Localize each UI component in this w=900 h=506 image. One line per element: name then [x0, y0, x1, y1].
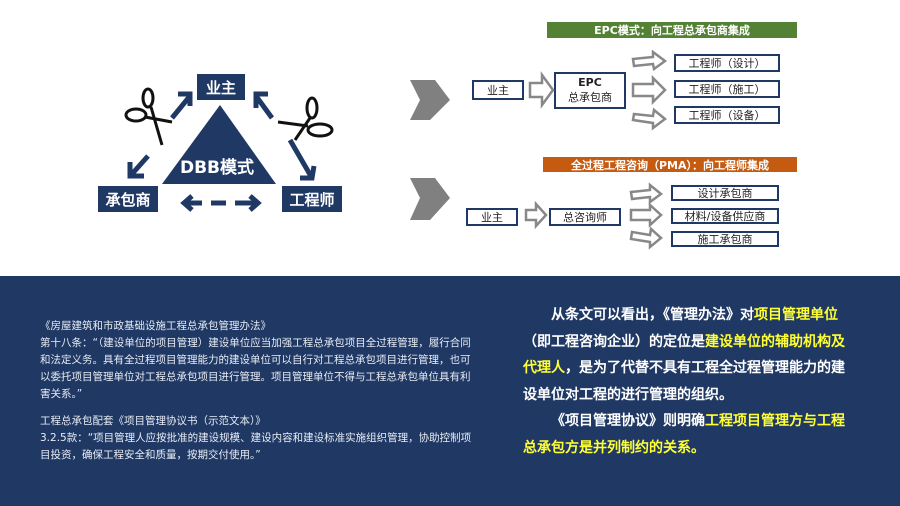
analysis-text: 从条文可以看出，《管理办法》对项目管理单位 （即工程咨询企业）的定位是建设单位的辅…: [523, 302, 858, 461]
agreement-title: 工程总承包配套《项目管理协议书（示范文本）》: [40, 415, 266, 427]
dbb-owner: 业主: [197, 74, 245, 100]
dbb-contractor: 承包商: [98, 186, 158, 212]
arrow-icon: [629, 182, 664, 205]
scissors-icon: [277, 96, 334, 141]
regulation-excerpt: 《房屋建筑和市政基础设施工程总承包管理办法》 第十八条：“（建设单位的项目管理）…: [40, 318, 480, 464]
arrow-icon: [524, 200, 548, 230]
hollow-arrows: [524, 50, 668, 250]
arrow-icon: [631, 107, 668, 131]
analysis-text-part: （即工程咨询企业）的定位是: [523, 333, 705, 350]
epc-contractor-label: 总承包商: [568, 91, 612, 104]
regulation-title: 《房屋建筑和市政基础设施工程总承包管理办法》: [40, 320, 271, 332]
highlight: 项目管理单位: [754, 307, 838, 323]
epc-contractor-box: EPC 总承包商: [554, 72, 626, 109]
epc-banner: EPC模式：向工程总承包商集成: [547, 22, 797, 38]
pma-consultant-box: 总咨询师: [549, 208, 621, 226]
epc-target: 工程师（设计）: [674, 54, 780, 72]
arrow-icon: [629, 202, 663, 228]
analysis-text-part: 从条文可以看出，《管理办法》对: [551, 307, 754, 323]
pma-banner: 全过程工程咨询（PMA）：向工程师集成: [543, 157, 797, 172]
epc-target: 工程师（施工）: [674, 80, 780, 98]
epc-owner-box: 业主: [472, 80, 524, 100]
highlight: 建设单位的辅助机构及代理人: [523, 333, 845, 377]
scissors-icon: [124, 87, 173, 146]
dbb-diagram: [124, 80, 450, 220]
dbb-triangle: [162, 105, 276, 184]
pma-target: 施工承包商: [671, 231, 779, 247]
agreement-clause: 3.2.5款：“项目管理人应按批准的建设规模、建设内容和建设标准实施组织管理，协…: [40, 432, 472, 461]
transition-arrows: [410, 80, 450, 220]
pma-target: 材料/设备供应商: [671, 208, 779, 224]
arrow-icon: [528, 71, 555, 109]
relation-arrows: [127, 91, 317, 212]
epc-target: 工程师（设备）: [674, 106, 780, 124]
dbb-center-label: DBB模式: [179, 158, 255, 178]
arrow-icon: [631, 50, 668, 72]
regulation-article: 第十八条：“（建设单位的项目管理）建设单位应当加强工程总承包项目全过程管理，履行…: [40, 337, 471, 400]
pma-owner-box: 业主: [466, 208, 518, 226]
analysis-text-part: 《项目管理协议》则明确: [551, 413, 705, 429]
highlight: 工程项目管理方与工程总承包方是并列制约的关系。: [523, 413, 845, 456]
pma-target: 设计承包商: [671, 185, 779, 201]
dbb-engineer: 工程师: [282, 186, 342, 212]
analysis-text-part: ，是为了代替不具有工程全过程管理能力的建设单位对工程的进行管理的组织。: [523, 360, 845, 403]
arrow-icon: [629, 226, 663, 250]
epc-label: EPC: [578, 76, 602, 89]
arrow-icon: [631, 74, 667, 106]
bottom-panel: [0, 276, 900, 506]
